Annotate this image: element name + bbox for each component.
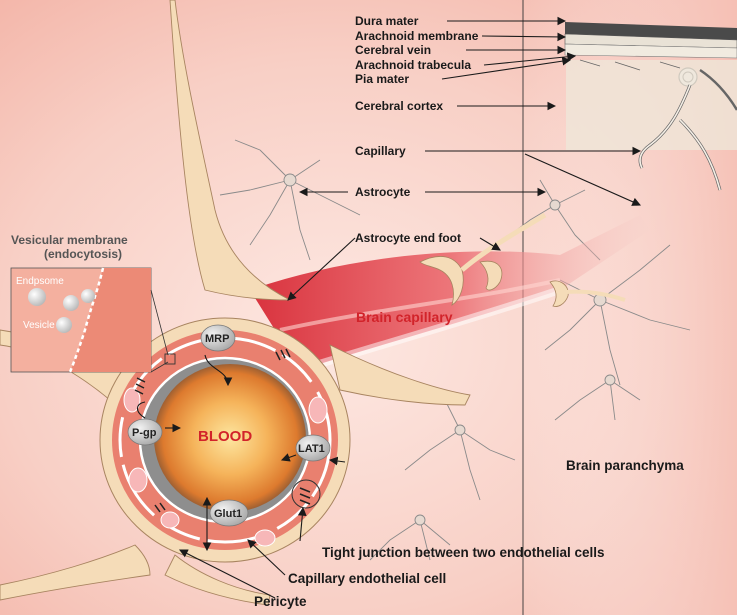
- label-dura-mater: Dura mater: [355, 14, 419, 28]
- label-pericyte: Pericyte: [254, 594, 307, 609]
- label-pgp: P-gp: [132, 427, 157, 439]
- label-arachnoid-membrane: Arachnoid membrane: [355, 29, 479, 43]
- label-astrocyte: Astrocyte: [355, 185, 411, 199]
- label-pia-mater: Pia mater: [355, 72, 409, 86]
- label-blood: BLOOD: [198, 428, 252, 445]
- label-brain-capillary: Brain capillary: [356, 309, 453, 325]
- label-brain-parenchyma: Brain paranchyma: [566, 458, 684, 473]
- label-vesicle: Vesicle: [23, 320, 55, 331]
- label-mrp: MRP: [205, 333, 229, 345]
- label-lat1: LAT1: [298, 443, 325, 455]
- label-tight-junction: Tight junction between two endothelial c…: [322, 545, 605, 560]
- label-capillary-endothelial-cell: Capillary endothelial cell: [288, 571, 446, 586]
- label-arachnoid-trabecula: Arachnoid trabecula: [355, 58, 471, 72]
- label-astrocyte-end-foot: Astrocyte end foot: [355, 231, 461, 245]
- label-endosome: Endpsome: [16, 276, 64, 287]
- label-cerebral-vein: Cerebral vein: [355, 43, 431, 57]
- label-cerebral-cortex: Cerebral cortex: [355, 99, 443, 113]
- label-capillary: Capillary: [355, 144, 406, 158]
- label-glut1: Glut1: [214, 508, 242, 520]
- label-vesicular-membrane: Vesicular membrane: [11, 233, 128, 247]
- label-endocytosis: (endocytosis): [44, 247, 122, 261]
